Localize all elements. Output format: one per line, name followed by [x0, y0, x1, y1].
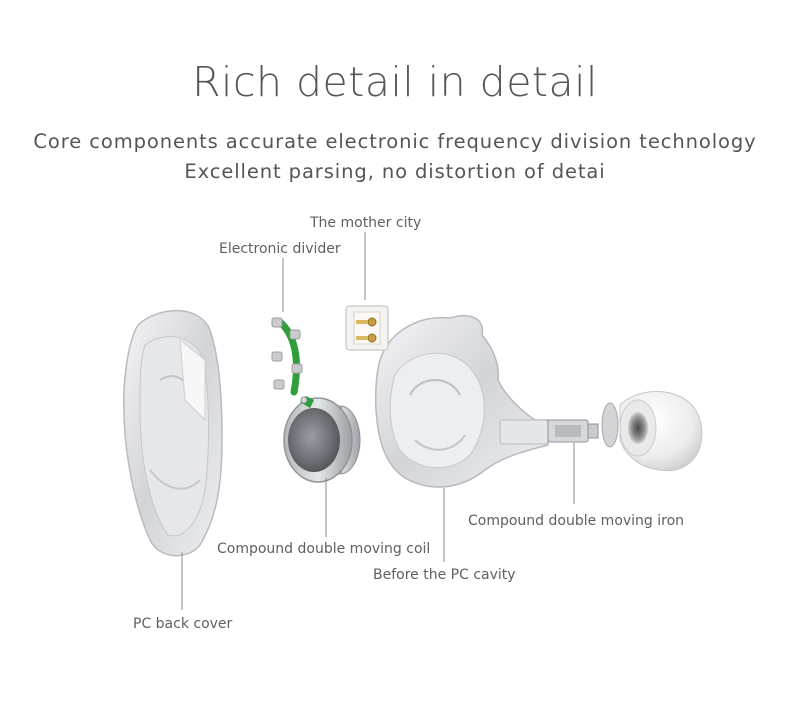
mother-city-part	[345, 305, 389, 351]
pc-cavity-part	[374, 314, 549, 488]
label-pc-cavity: Before the PC cavity	[373, 567, 516, 583]
label-mother-city: The mother city	[310, 215, 422, 231]
label-moving-coil: Compound double moving coil	[217, 541, 431, 557]
moving-iron-part	[547, 419, 599, 443]
label-electronic-divider: Electronic divider	[219, 241, 341, 257]
label-pc-back-cover: PC back cover	[133, 616, 233, 632]
label-moving-iron: Compound double moving iron	[468, 513, 685, 529]
subtitle-line-2: Excellent parsing, no distortion of deta…	[184, 160, 606, 183]
subtitle-line-1: Core components accurate electronic freq…	[33, 130, 757, 153]
electronic-divider-part	[271, 317, 303, 396]
ear-tip-part	[601, 391, 703, 472]
leader-lines	[181, 232, 575, 610]
page-title: Rich detail in detail	[192, 58, 598, 106]
moving-coil-part	[283, 396, 361, 483]
pc-back-cover-part	[122, 309, 223, 557]
